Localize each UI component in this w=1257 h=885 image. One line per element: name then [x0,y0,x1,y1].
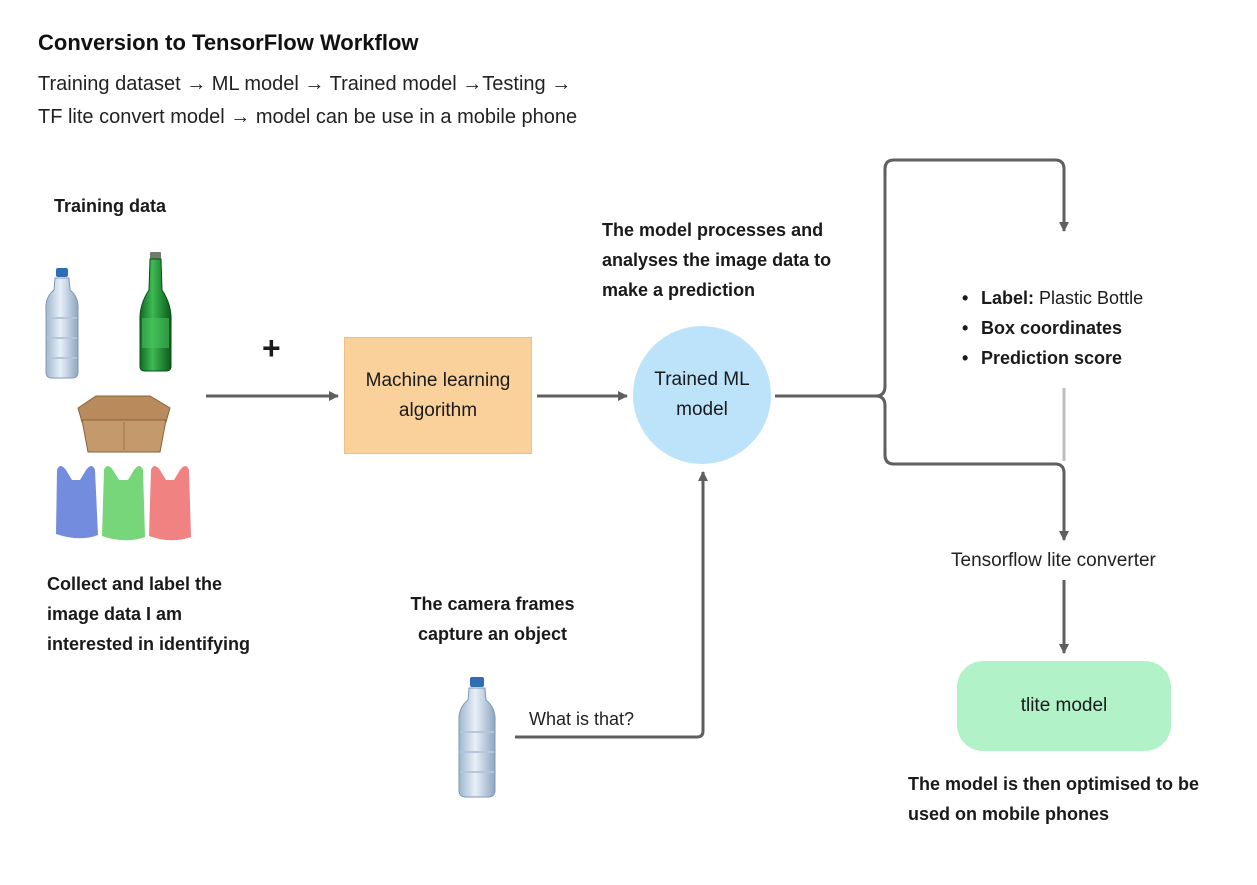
output-score-item: Prediction score [962,343,1143,373]
optimised-text: The model is then optimised to be used o… [908,774,1200,824]
tlite-model-node: tlite model [957,661,1171,751]
glass-bottle-icon [139,252,172,372]
model-outputs-list: Label: Plastic Bottle Box coordinates Pr… [962,283,1143,373]
tlite-model-label: tlite model [1020,695,1108,716]
plastic-bag-icon [56,466,191,541]
output-box-text: Box coordinates [981,318,1123,338]
output-label-value: Plastic Bottle [1039,288,1144,308]
workflow-summary-line-1: Training dataset → ML model → Trained mo… [38,73,572,95]
what-is-that-label: What is that? [529,709,635,729]
trained-model-label: Trained ML model [654,369,750,420]
tflite-converter-label: Tensorflow lite converter [951,550,1156,571]
collect-label-text: Collect and label the image data I am in… [47,574,251,654]
cardboard-box-icon [77,395,171,453]
output-label-key: Label: [981,288,1035,308]
connectors [206,158,1069,739]
training-data-label: Training data [54,196,167,216]
camera-bottle-icon [458,677,496,798]
model-processes-text: The model processes and analyses the ima… [602,220,832,300]
output-label-item: Label: Plastic Bottle [962,283,1143,313]
workflow-summary-line-2: TF lite convert model → model can be use… [38,106,578,128]
brace-upper [875,158,1069,398]
brace-lower [875,394,1069,541]
output-score-text: Prediction score [981,348,1123,368]
plus-sign: + [262,330,281,366]
ml-algorithm-label: Machine learning algorithm [365,369,511,421]
camera-capture-text: The camera frames capture an object [410,594,575,644]
ml-algorithm-node: Machine learning algorithm [344,337,532,454]
trained-model-node: Trained ML model [633,326,771,464]
output-box-item: Box coordinates [962,313,1143,343]
arrow-camera-to-model [515,471,708,739]
page-title: Conversion to TensorFlow Workflow [38,30,419,55]
plastic-bottle-icon [45,268,79,379]
